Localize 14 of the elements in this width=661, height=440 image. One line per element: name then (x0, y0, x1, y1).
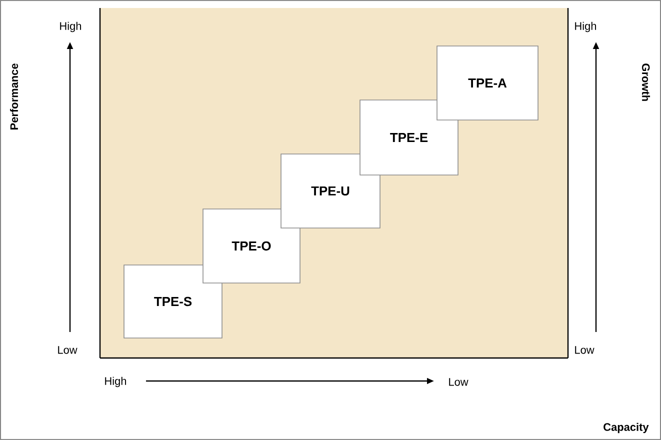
axis-title: Growth (642, 64, 650, 101)
axis-label: High (575, 22, 596, 32)
axis-label: Low (575, 346, 594, 354)
product-box: TPE-U (280, 154, 380, 228)
axis-label: High (105, 376, 126, 388)
axis-label: Low (58, 346, 78, 354)
product-box: TPE-S (124, 264, 222, 338)
axis-label: Low (449, 378, 468, 386)
product-box: TPE-A (436, 46, 538, 120)
axis-title: Capacity (604, 422, 649, 434)
product-box: TPE-O (202, 208, 300, 284)
axis-label: High (60, 22, 82, 32)
product-box: TPE-E (360, 100, 458, 176)
axis-title: Performance (10, 64, 18, 130)
